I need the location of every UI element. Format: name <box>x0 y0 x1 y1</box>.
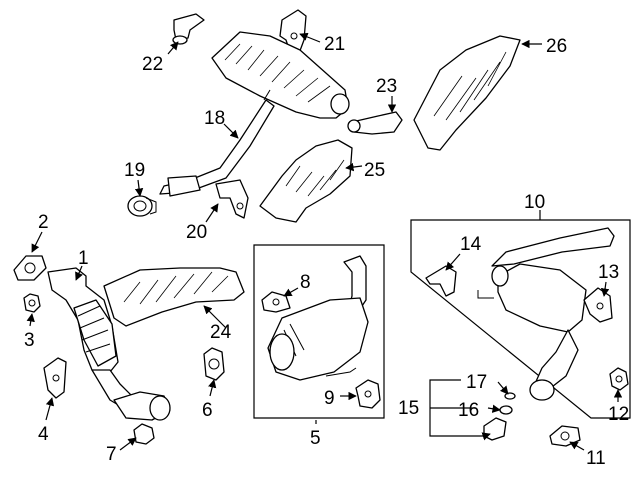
callout-21: 21 <box>324 34 345 55</box>
part-7-nut[interactable] <box>133 423 155 445</box>
part-8-bracket[interactable] <box>261 291 291 313</box>
part-11-gasket[interactable] <box>549 425 581 447</box>
callout-24: 24 <box>210 322 232 343</box>
callout-11: 11 <box>586 448 606 469</box>
callout-2: 2 <box>38 212 49 233</box>
callout-6: 6 <box>202 400 213 421</box>
callout-14: 14 <box>460 234 482 255</box>
callout-18: 18 <box>204 108 225 129</box>
part-25-heat-shield[interactable] <box>259 139 353 223</box>
part-3-nut[interactable] <box>23 293 41 313</box>
callout-25: 25 <box>364 160 385 181</box>
part-16-gasket[interactable] <box>499 405 513 415</box>
callout-3: 3 <box>24 330 35 351</box>
part-15-oxygen-sensor[interactable] <box>483 417 507 441</box>
part-2-gasket[interactable] <box>13 255 47 281</box>
part-24-heat-shield[interactable] <box>103 267 245 327</box>
callout-8: 8 <box>300 272 311 293</box>
group-frame-10 <box>410 219 631 419</box>
part-17-washer[interactable] <box>504 392 516 400</box>
part-6-gasket[interactable] <box>203 347 225 381</box>
part-13-hanger-bracket[interactable] <box>583 287 613 323</box>
callout-7: 7 <box>106 444 117 465</box>
callout-16: 16 <box>458 400 479 421</box>
part-1-catalytic-converter[interactable] <box>47 267 171 421</box>
part-23-exhaust-pipe[interactable] <box>347 111 403 135</box>
rear-muffler[interactable] <box>211 31 350 119</box>
part-22-exhaust-hose[interactable] <box>172 13 205 45</box>
callout-17: 17 <box>466 372 487 393</box>
part-5-catalytic-converter-assembly[interactable] <box>267 255 369 381</box>
callout-20: 20 <box>186 222 207 243</box>
group-frame-5 <box>253 244 385 419</box>
callout-labels: 1 2 3 4 5 6 7 8 9 10 11 12 13 14 15 16 1… <box>24 34 629 469</box>
callout-9: 9 <box>324 388 335 409</box>
callout-22: 22 <box>142 54 163 75</box>
callout-12: 12 <box>608 404 629 425</box>
callout-10: 10 <box>524 192 545 213</box>
part-26-heat-shield[interactable] <box>413 35 521 151</box>
callout-23: 23 <box>376 76 397 97</box>
leader-lines <box>26 32 623 451</box>
part-14-hanger-bracket[interactable] <box>425 265 457 297</box>
part-4-bracket[interactable] <box>43 357 67 399</box>
part-10-muffler-assembly[interactable] <box>477 227 615 401</box>
part-18-intermediate-pipe[interactable] <box>159 99 275 197</box>
part-20-hanger-bracket[interactable] <box>215 179 249 219</box>
callout-5: 5 <box>310 428 321 449</box>
callout-26: 26 <box>546 36 567 57</box>
callout-13: 13 <box>598 262 619 283</box>
callout-4: 4 <box>38 424 49 445</box>
part-19-pipe-clamp[interactable] <box>127 195 157 217</box>
part-12-nut[interactable] <box>609 367 629 391</box>
callout-15: 15 <box>398 398 419 419</box>
callout-1: 1 <box>78 248 89 269</box>
part-9-bracket[interactable] <box>355 379 381 409</box>
callout-19: 19 <box>124 160 145 181</box>
